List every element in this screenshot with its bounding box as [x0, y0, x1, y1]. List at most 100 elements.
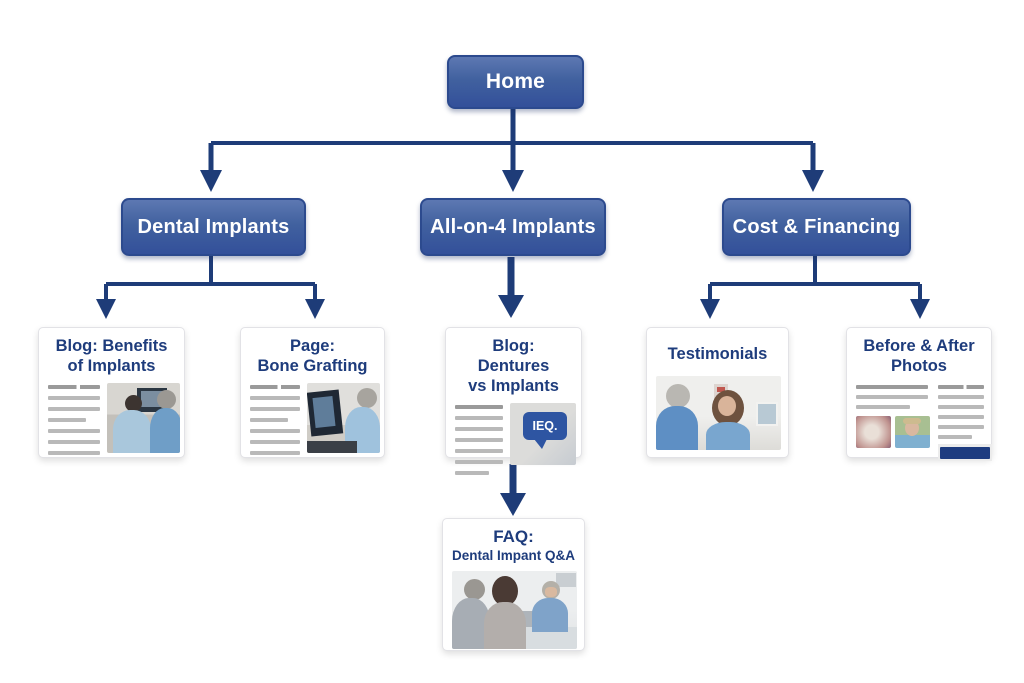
- card-title-line1: Blog: Dentures: [477, 337, 550, 375]
- text-line: [48, 429, 100, 433]
- text-line: [455, 471, 489, 475]
- desk: [307, 441, 357, 453]
- person-body: [532, 598, 568, 632]
- text-line: [455, 427, 503, 431]
- node-all-on-4-implants: All-on-4 Implants: [420, 198, 606, 256]
- text-line: [938, 395, 984, 399]
- person-body: [150, 408, 180, 453]
- node-cost-financing: Cost & Financing: [722, 198, 911, 256]
- before-photo: [856, 416, 891, 448]
- text-line: [250, 418, 288, 422]
- text-line: [455, 438, 503, 442]
- wall-frame: [756, 402, 778, 426]
- card-title-line2: Bone Grafting: [257, 357, 368, 375]
- card-title-line2: Photos: [891, 357, 947, 375]
- card-title: Blog: Dentures vs Implants: [455, 336, 572, 396]
- card-blog-dentures-vs-implants: Blog: Dentures vs Implants IEQ.: [445, 327, 582, 475]
- person-head: [357, 388, 377, 408]
- card-title: Page: Bone Grafting: [250, 336, 375, 376]
- thumbnail-smiling-patients-photo: [656, 376, 781, 450]
- text-line: [48, 451, 100, 455]
- person-hair: [903, 418, 921, 424]
- placeholder-text-lines: [856, 383, 930, 409]
- placeholder-text-lines: [938, 383, 986, 439]
- speech-bubble: IEQ.: [523, 412, 567, 440]
- person-head: [125, 395, 142, 412]
- text-line: [856, 385, 928, 389]
- person-face: [905, 420, 919, 436]
- text-line: [455, 405, 503, 409]
- card-title-line1: Before & After: [863, 337, 975, 355]
- after-photo: [895, 416, 930, 448]
- thumbnail-speech-bubble-graphic: IEQ.: [510, 403, 576, 465]
- text-line: [938, 425, 984, 429]
- node-dental-implants: Dental Implants: [121, 198, 306, 256]
- person-face: [545, 587, 557, 597]
- left-column: [856, 383, 930, 461]
- node-home: Home: [447, 55, 584, 109]
- speech-bubble-text: IEQ.: [532, 419, 558, 433]
- text-line: [938, 405, 984, 409]
- person-body: [484, 602, 526, 649]
- node-label: All-on-4 Implants: [430, 215, 596, 238]
- thumbnail-xray-review-photo: [307, 383, 380, 453]
- placeholder-text-lines: [455, 403, 503, 475]
- node-label: Dental Implants: [137, 215, 290, 238]
- text-line: [250, 451, 300, 455]
- xray-image: [312, 396, 336, 428]
- person-face: [718, 396, 736, 416]
- text-line: [250, 396, 300, 400]
- person-head: [464, 579, 485, 600]
- placeholder-text-lines: [250, 383, 300, 455]
- person-head: [666, 384, 690, 408]
- card-title-line2: vs Implants: [468, 377, 559, 395]
- text-line: [48, 407, 100, 411]
- card-title-line1: Testimonials: [667, 345, 768, 363]
- text-line: [48, 396, 100, 400]
- person-hair: [492, 576, 518, 606]
- text-line: [455, 460, 503, 464]
- text-line: [455, 416, 503, 420]
- text-line: [48, 418, 86, 422]
- card-title: Testimonials: [656, 344, 779, 364]
- card-title-line1: FAQ:: [493, 527, 534, 546]
- card-title: Before & After Photos: [856, 336, 982, 376]
- text-line: [48, 440, 100, 444]
- text-line: [455, 449, 503, 453]
- card-title-line1: Page:: [290, 337, 335, 355]
- node-label: Cost & Financing: [732, 215, 901, 238]
- person-head: [157, 390, 176, 409]
- person-body: [452, 598, 490, 649]
- card-testimonials: Testimonials: [646, 327, 789, 458]
- text-line: [938, 385, 984, 389]
- person-body: [656, 406, 698, 450]
- text-line: [856, 395, 928, 399]
- cta-button-strip: [938, 444, 992, 461]
- text-line: [250, 407, 300, 411]
- text-line: [250, 440, 300, 444]
- card-title-line2: Dental Impant Q&A: [452, 548, 576, 563]
- card-faq-dental-implant-qa: FAQ: Dental Impant Q&A: [442, 518, 585, 651]
- person-body: [113, 410, 151, 453]
- card-page-bone-grafting: Page: Bone Grafting: [240, 327, 385, 458]
- thumbnail-dentist-consultation-photo: [107, 383, 180, 453]
- text-line: [48, 385, 100, 389]
- text-line: [938, 435, 972, 439]
- card-before-after-photos: Before & After Photos: [846, 327, 992, 461]
- card-title: FAQ: Dental Impant Q&A: [452, 527, 575, 565]
- card-title-line1: Blog: Benefits: [55, 337, 168, 355]
- poster-mark: [717, 387, 725, 392]
- cta-button: [940, 446, 990, 459]
- person-body: [706, 422, 750, 450]
- node-label: Home: [485, 70, 546, 93]
- card-title: Blog: Benefits of Implants: [48, 336, 175, 376]
- text-line: [250, 429, 300, 433]
- speech-bubble-tail: [534, 439, 547, 449]
- text-line: [856, 405, 910, 409]
- thumbnail-consultation-meeting-photo: [452, 571, 577, 649]
- before-after-thumbs: [856, 416, 930, 448]
- right-column: [938, 383, 992, 461]
- placeholder-text-lines: [48, 383, 100, 455]
